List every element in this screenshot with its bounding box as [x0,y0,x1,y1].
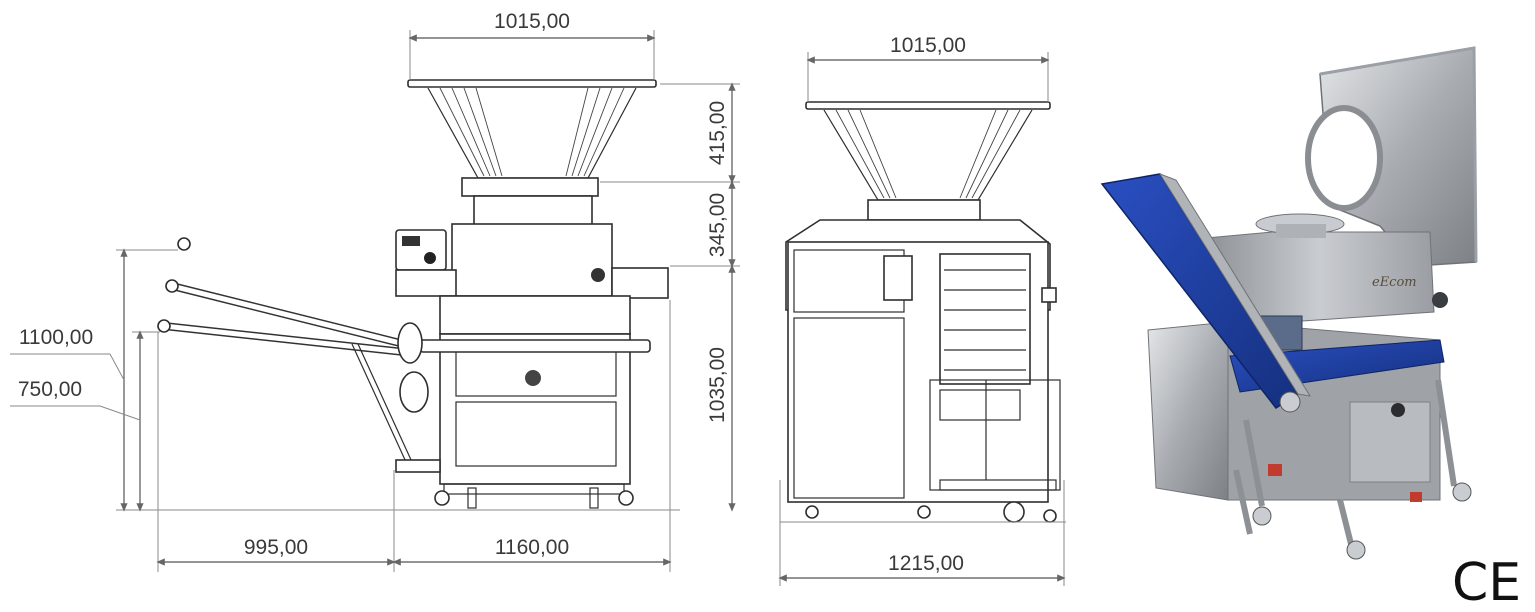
front-hopper-height-label: 415,00 [706,101,729,165]
arm-height-high-label: 1100,00 [19,326,93,349]
front-total-height-label: 1035,00 [706,347,729,423]
front-hopper [427,87,637,179]
front-conveyor-arms [157,237,441,473]
base-width-label: 1160,00 [495,536,569,559]
side-view-drawing: 1015,00 1215,00 [778,34,1066,586]
ce-certification-mark: CE [1452,553,1521,612]
machine-brand-label: eEcom [1372,275,1417,290]
side-hopper [823,109,1033,201]
front-top-width-label: 1015,00 [494,10,570,33]
side-top-width-label: 1015,00 [890,34,966,57]
machine-photo: eEcom [1100,46,1478,560]
arm-reach-label: 995,00 [244,536,308,559]
arm-height-low-label: 750,00 [18,378,82,401]
front-view-drawing: 1015,00 415,00 345,00 1035,00 1100,00 75… [10,10,740,572]
side-base-width-label: 1215,00 [888,552,964,575]
front-body-height-label: 345,00 [706,193,729,257]
